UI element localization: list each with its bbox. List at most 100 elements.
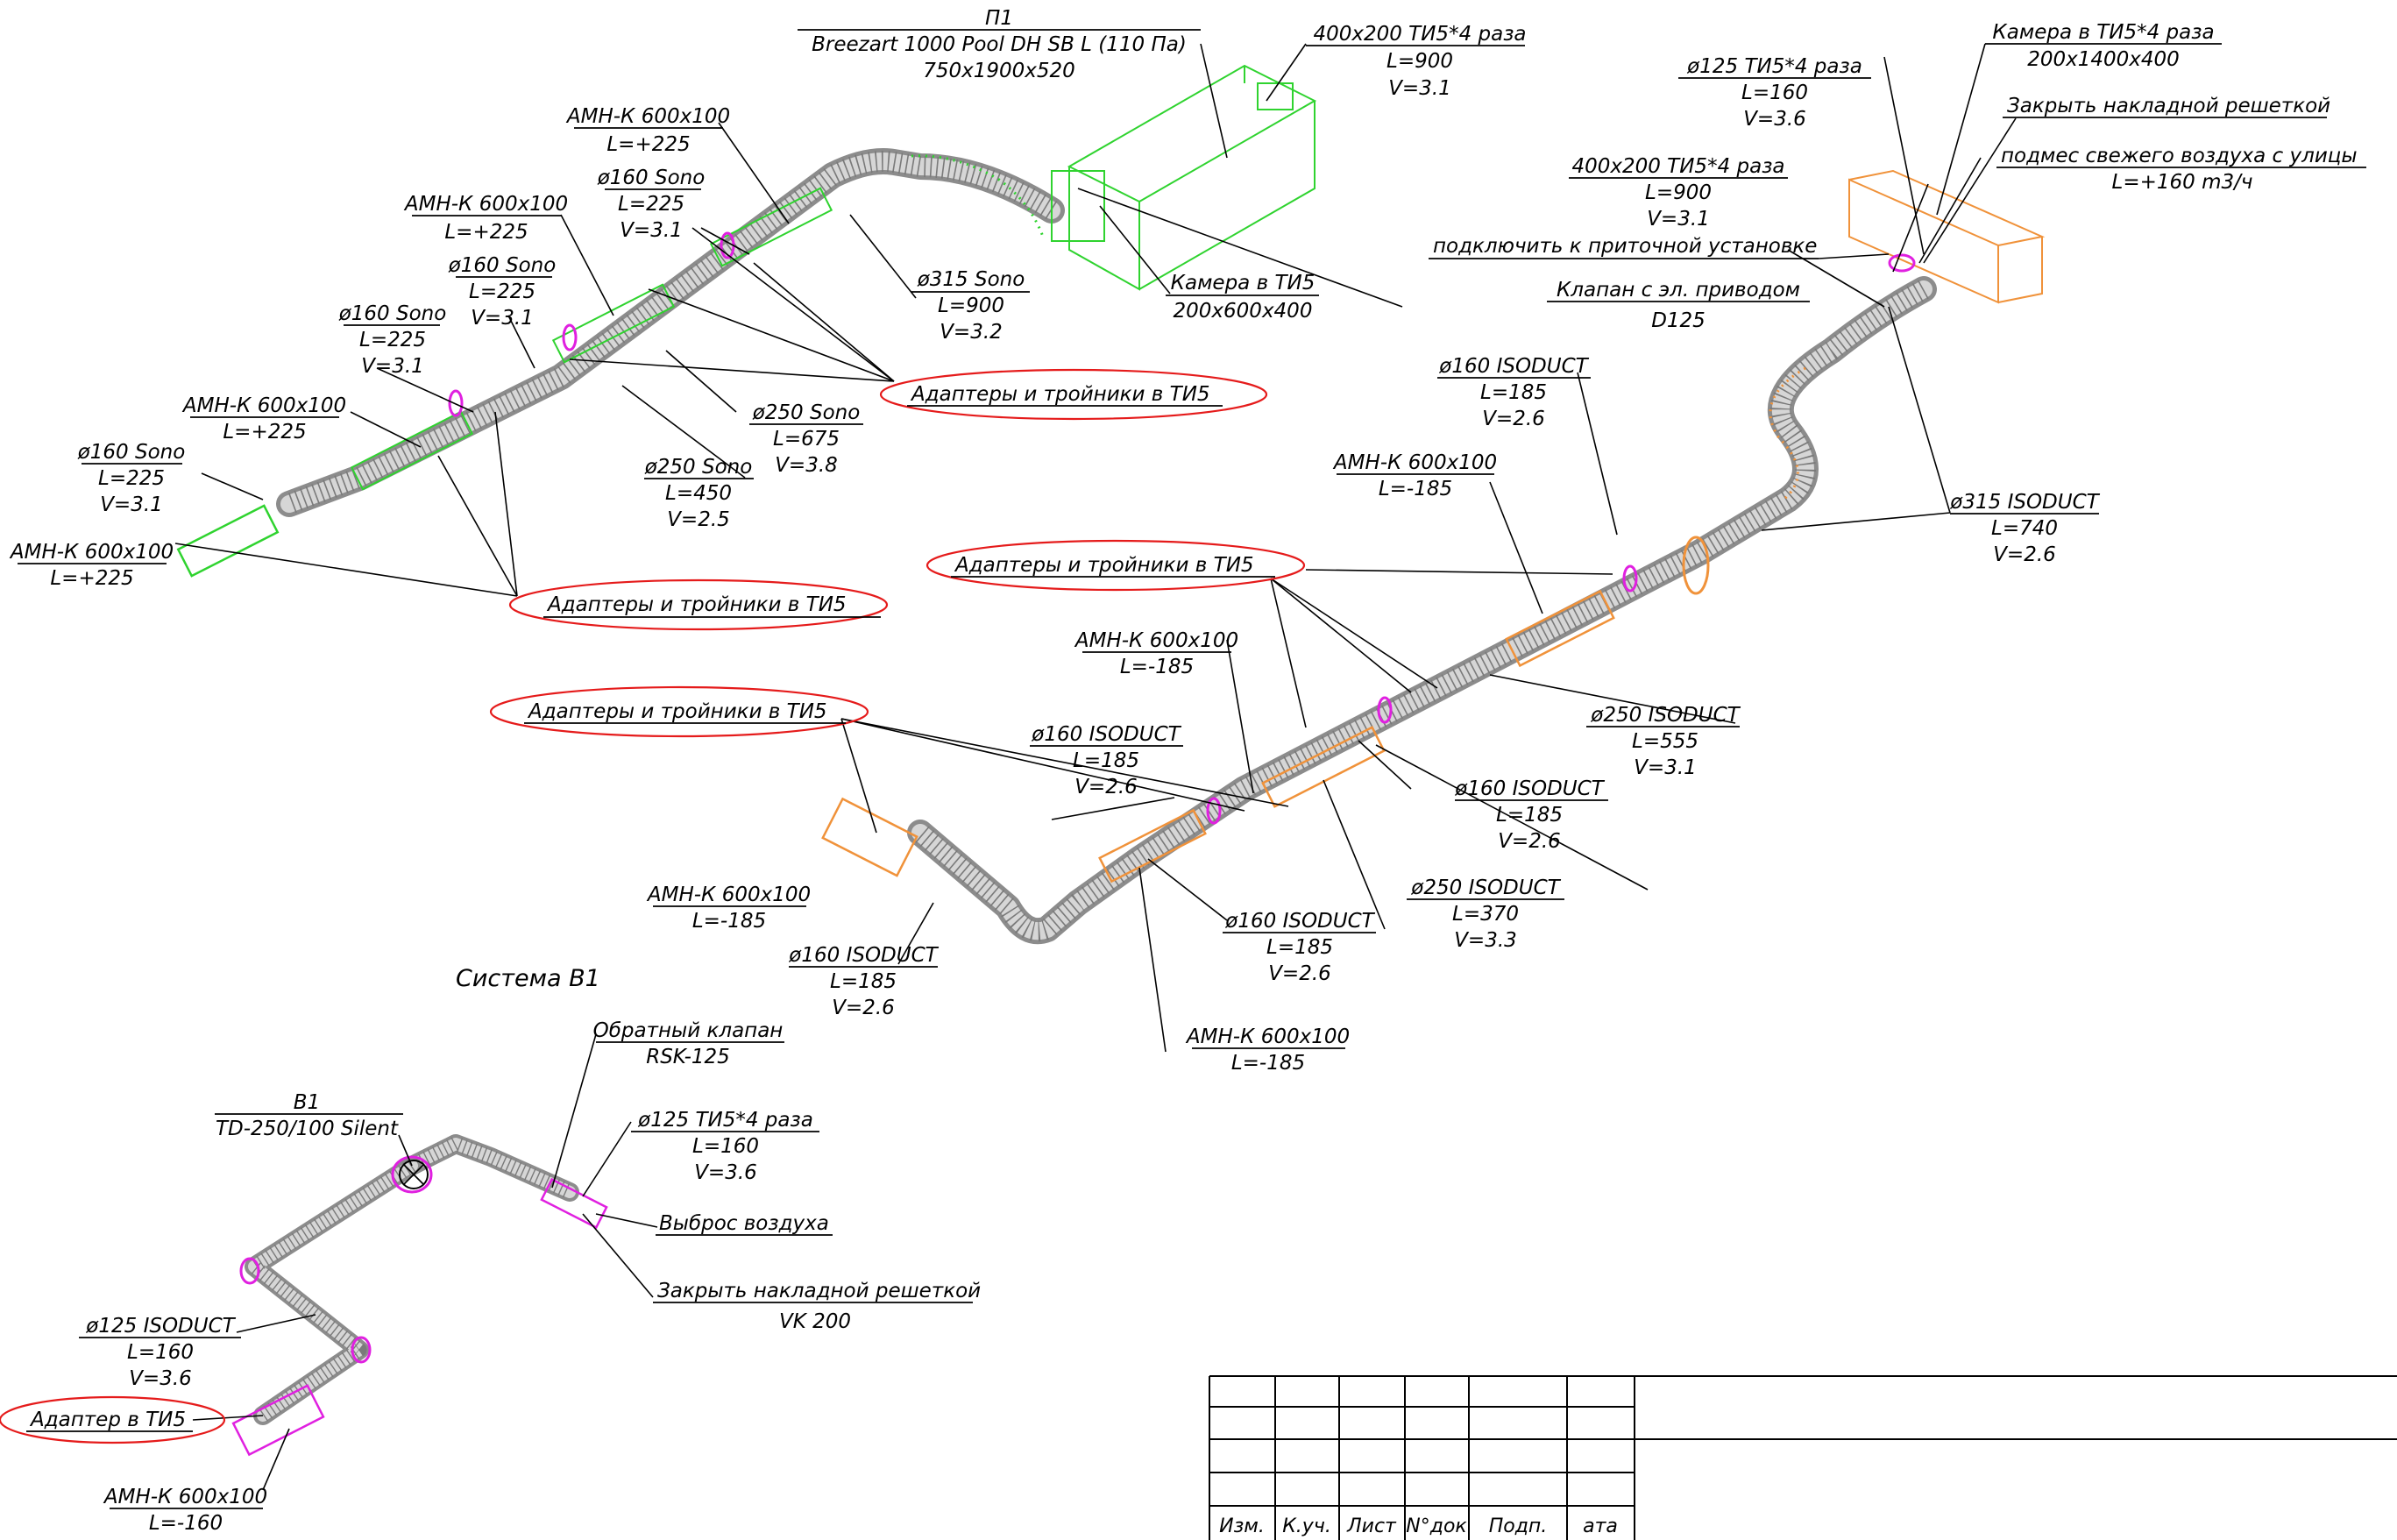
- o-160e-v: V=2.6: [1268, 962, 1331, 985]
- g-amn4-name: АМН-К 600x100: [9, 541, 174, 564]
- o-250b-l: L=370: [1452, 903, 1519, 926]
- o-amn4-l: L=-185: [1231, 1052, 1305, 1075]
- green-fitting-2: [551, 283, 676, 364]
- b-check-model: RSK-125: [646, 1046, 730, 1068]
- g-amn2-name: АМН-К 600x100: [403, 193, 568, 216]
- orange-fitting-1: [1505, 589, 1615, 668]
- green-fitting-1: [709, 187, 833, 267]
- highlight-oval-1: [879, 368, 1268, 421]
- green-camera-box: [1051, 170, 1105, 242]
- orange-camera-box: [1848, 169, 2046, 304]
- green-elbow-accent: [911, 154, 1045, 238]
- g-amn3-name: АМН-К 600x100: [181, 394, 346, 417]
- o-amn3-l: L=-185: [692, 910, 766, 933]
- o-amn4-name: АМН-К 600x100: [1185, 1025, 1350, 1048]
- o-315-l: L=740: [1991, 517, 2058, 540]
- g-160a-v: V=3.1: [620, 219, 683, 242]
- orange-fitting-3: [1098, 808, 1207, 884]
- o-close-grille: Закрыть накладной решеткой: [2007, 95, 2330, 117]
- tb-col-kuch: К.уч.: [1282, 1515, 1331, 1537]
- magenta-elbow-2: [351, 1336, 372, 1364]
- o-315-v: V=2.6: [1993, 543, 2056, 566]
- o-125-l: L=160: [1741, 82, 1808, 104]
- b-exhaust-note: Выброс воздуха: [659, 1212, 829, 1235]
- b-amn-l: L=-160: [149, 1512, 223, 1535]
- o-160a-v: V=2.6: [1482, 408, 1545, 430]
- flex-duct-b1-lower-ribs: [246, 1159, 416, 1423]
- tb-col-list: Лист: [1346, 1515, 1397, 1537]
- fan-b1-symbol: [399, 1160, 429, 1189]
- o-250b-name: ø250 ISODUCT: [1410, 876, 1561, 899]
- magenta-coupling-o2: [1377, 696, 1393, 724]
- g-315-name: ø315 Sono: [917, 268, 1025, 291]
- g-amn4-l: L=+225: [50, 567, 133, 590]
- o-400x200-name: 400x200 ТИ5*4 раза: [1571, 155, 1784, 178]
- g-160d-name: ø160 Sono: [77, 441, 186, 464]
- g-315-l: L=900: [938, 295, 1004, 317]
- o-160a-name: ø160 ISODUCT: [1438, 355, 1589, 378]
- system-b1-title: Система В1: [456, 965, 600, 992]
- g-160d-l: L=225: [98, 467, 165, 490]
- g-250a-name: ø250 Sono: [752, 401, 861, 424]
- o-amn2-l: L=-185: [1120, 656, 1194, 678]
- b-close-model: VK 200: [779, 1310, 851, 1333]
- o-160b-l: L=185: [1073, 749, 1139, 772]
- g-amn1-name: АМН-К 600x100: [565, 105, 730, 128]
- exhaust-b1-system: [231, 1134, 608, 1457]
- o-valve-name: Клапан с эл. приводом: [1557, 279, 1800, 302]
- o-cam-dims: 200x1400x400: [2027, 48, 2180, 71]
- p1-title: П1: [985, 7, 1013, 30]
- flex-duct-green-ribs: [285, 151, 1058, 515]
- b-close-grille: Закрыть накладной решеткой: [657, 1280, 981, 1302]
- g-400x200-v: V=3.1: [1388, 77, 1451, 100]
- o-160d-v: V=2.6: [832, 997, 895, 1019]
- supply-orange-system: [821, 169, 2046, 945]
- orange-fitting-2: [1261, 726, 1386, 808]
- g-250b-v: V=2.5: [667, 508, 730, 531]
- orange-end-grille: [821, 797, 918, 877]
- o-250b-v: V=3.3: [1454, 929, 1517, 952]
- g-315-v: V=3.2: [940, 321, 1003, 344]
- g-amn1-l: L=+225: [606, 133, 690, 156]
- o-250a-l: L=555: [1632, 730, 1698, 753]
- magenta-coupling-g3: [448, 389, 464, 417]
- p1-dims: 750x1900x520: [923, 60, 1075, 82]
- o-connect-note: подключить к приточной установке: [1433, 235, 1817, 258]
- leader-lines: [174, 43, 2017, 1491]
- b-amn-name: АМН-К 600x100: [103, 1486, 267, 1508]
- g-160a-l: L=225: [618, 193, 684, 216]
- o-160b-name: ø160 ISODUCT: [1031, 723, 1181, 746]
- fan-b1-x: [402, 1163, 425, 1186]
- o-250a-v: V=3.1: [1634, 756, 1697, 779]
- g-160d-v: V=3.1: [100, 493, 163, 516]
- tb-col-ndok: N°док: [1406, 1515, 1467, 1537]
- o-fresh-air-l: L=+160 m3/ч: [2112, 171, 2253, 194]
- o-315-name: ø315 ISODUCT: [1949, 491, 2100, 514]
- o-160c-l: L=185: [1496, 804, 1563, 827]
- tb-col-data: ата: [1583, 1515, 1618, 1537]
- o-160e-l: L=185: [1266, 936, 1333, 959]
- b-125a-v: V=3.6: [694, 1161, 757, 1184]
- o-160a-l: L=185: [1480, 381, 1547, 404]
- magenta-elbow-1: [239, 1257, 260, 1285]
- g-250b-l: L=450: [665, 482, 732, 505]
- adapter-tees-note-2: Адаптеры и тройники в ТИ5: [546, 593, 847, 616]
- g-250a-l: L=675: [773, 428, 840, 451]
- magenta-fan-ring: [391, 1155, 433, 1194]
- supply-green-system: [176, 64, 1317, 578]
- g-250a-v: V=3.8: [775, 454, 838, 477]
- g-cam-dims: 200x600x400: [1174, 300, 1313, 323]
- o-125-name: ø125 ТИ5*4 раза: [1686, 55, 1862, 78]
- tb-col-izm: Изм.: [1219, 1515, 1265, 1537]
- g-160a-name: ø160 Sono: [597, 167, 706, 189]
- g-160b-l: L=225: [469, 280, 535, 303]
- o-amn1-name: АМН-К 600x100: [1332, 451, 1497, 474]
- b-125b-l: L=160: [127, 1341, 194, 1364]
- b-125b-v: V=3.6: [129, 1367, 192, 1390]
- highlight-oval-b1: [0, 1395, 226, 1444]
- b-adapter-note: Адаптер в ТИ5: [29, 1409, 186, 1431]
- o-400x200-v: V=3.1: [1647, 208, 1710, 231]
- magenta-coupling-g2: [562, 323, 578, 351]
- g-amn3-l: L=+225: [223, 421, 306, 444]
